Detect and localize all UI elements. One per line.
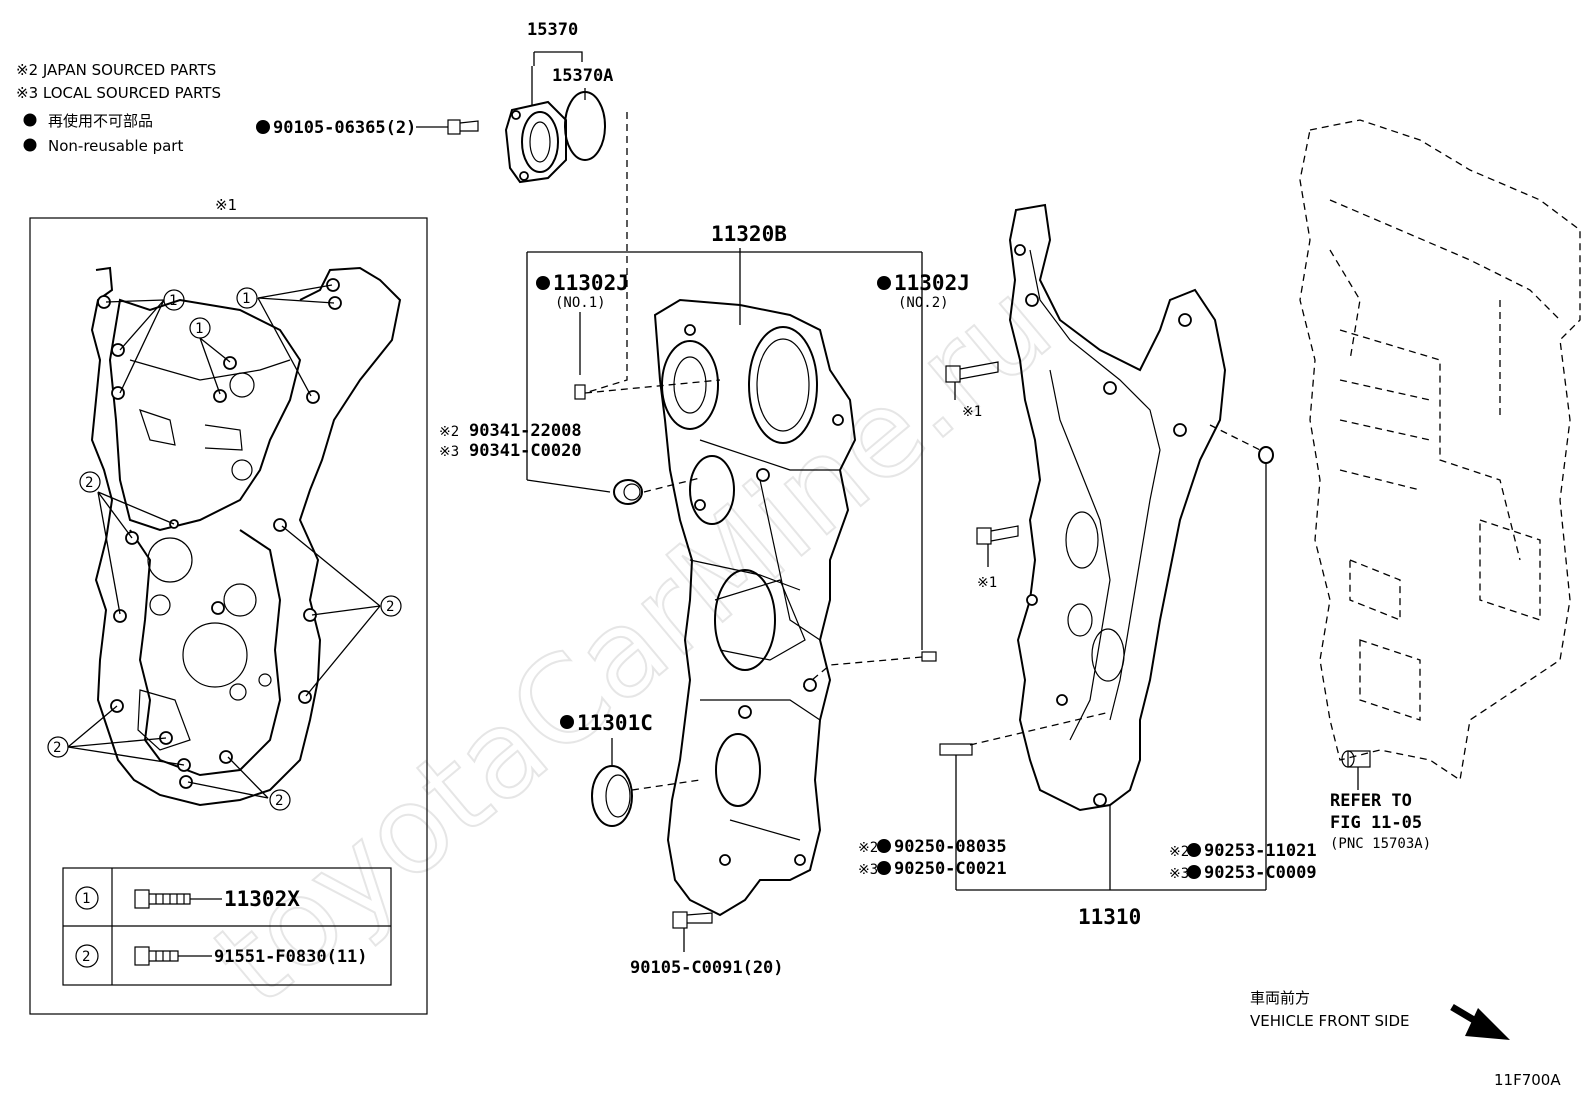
refer-to-line2: FIG 11-05 — [1330, 813, 1422, 833]
svg-text:1: 1 — [195, 321, 203, 337]
mark-1-upper: ※1 — [962, 404, 982, 420]
label-90250-c0021: 90250-C0021 — [894, 859, 1007, 879]
oil-seal-11301c — [591, 765, 633, 827]
dowel-pin-11302j-no2 — [921, 651, 937, 662]
note-nonreusable-jp: 再使用不可部品 — [48, 112, 153, 130]
bolt-icon — [447, 119, 479, 135]
non-reusable-dot-icon — [877, 276, 891, 290]
legend-2-part-number: 91551-F0830(11) — [214, 947, 368, 967]
legend-1-part-number: 11302X — [224, 887, 300, 911]
vehicle-front-jp: 車両前方 — [1250, 989, 1310, 1007]
inset-callout-2: 2 2 2 2 — [47, 471, 402, 811]
mark-90341-a: ※2 — [439, 424, 459, 440]
bolt-icon — [134, 889, 191, 909]
label-15370: 15370 — [527, 20, 578, 40]
leader-11320b — [526, 248, 923, 650]
svg-text:1: 1 — [242, 291, 250, 307]
non-reusable-dot-icon — [1187, 865, 1201, 879]
label-11302j-no1-sub: (NO.1) — [555, 295, 606, 311]
label-11301c: 11301C — [577, 711, 653, 735]
svg-text:2: 2 — [82, 949, 90, 965]
bolt-icon — [672, 911, 713, 929]
pin-90250 — [939, 743, 973, 756]
leader-11310 — [956, 805, 1266, 891]
non-reusable-dot-icon — [23, 138, 37, 152]
non-reusable-dot-icon — [877, 839, 891, 853]
mark-90250-a: ※2 — [858, 840, 878, 856]
inset-leaders-1 — [105, 284, 335, 397]
svg-text:1: 1 — [82, 891, 90, 907]
label-90105-06365: 90105-06365(2) — [273, 118, 416, 138]
mark-90253-b: ※3 — [1169, 866, 1189, 882]
pin-90253 — [1258, 446, 1274, 464]
inset-frame — [29, 217, 428, 1015]
mark-90250-b: ※3 — [858, 862, 878, 878]
timing-chain-cover-11320b — [653, 298, 857, 917]
note-nonreusable-en: Non-reusable part — [48, 137, 183, 155]
plug-15703a — [1341, 750, 1371, 768]
label-90105-c0091: 90105-C0091(20) — [630, 958, 784, 978]
label-11310: 11310 — [1078, 905, 1141, 929]
inset-callout-1: 1 1 1 — [163, 287, 258, 339]
bolt-icon — [976, 525, 1019, 545]
inset-leaders-2 — [67, 491, 381, 799]
non-reusable-dot-icon — [256, 120, 270, 134]
watermark: toyotaCarMine.ru — [189, 256, 1077, 1033]
refer-to-line1: REFER TO — [1330, 791, 1412, 811]
label-11320b: 11320B — [711, 222, 787, 246]
engine-block-phantom — [1299, 119, 1581, 782]
svg-text:2: 2 — [85, 475, 93, 491]
svg-text:2: 2 — [275, 793, 283, 809]
inset-legend-table: 1 2 11302X 91551-F0830(11) — [62, 867, 392, 986]
mark-90253-a: ※2 — [1169, 844, 1189, 860]
leader-15370 — [533, 51, 583, 66]
oring-15370a — [564, 91, 606, 161]
label-90341-22008: 90341-22008 — [469, 421, 582, 441]
label-90341-c0020: 90341-C0020 — [469, 441, 582, 461]
arrow-down-right-icon — [1450, 1003, 1510, 1040]
label-11302j-no2-sub: (NO.2) — [898, 295, 949, 311]
figure-code: 11F700A — [1494, 1071, 1561, 1089]
svg-text:2: 2 — [53, 740, 61, 756]
note-local-sourced: ※3 LOCAL SOURCED PARTS — [16, 84, 221, 102]
bearing-housing-15370 — [504, 100, 567, 184]
non-reusable-dot-icon — [1187, 843, 1201, 857]
label-11302j-no1: 11302J — [553, 271, 629, 295]
label-11302j-no2: 11302J — [894, 271, 970, 295]
mark-90341-b: ※3 — [439, 444, 459, 460]
non-reusable-dot-icon — [23, 113, 37, 127]
note-japan-sourced: ※2 JAPAN SOURCED PARTS — [16, 61, 216, 79]
label-15370a: 15370A — [552, 66, 613, 86]
bolt-icon — [134, 946, 179, 966]
label-90253-11021: 90253-11021 — [1204, 841, 1317, 861]
svg-text:1: 1 — [169, 293, 177, 309]
inset-title: ※1 — [215, 196, 237, 214]
plug-90341 — [613, 479, 643, 505]
non-reusable-dot-icon — [536, 276, 550, 290]
non-reusable-dot-icon — [877, 861, 891, 875]
timing-cover-11310 — [1008, 203, 1227, 812]
bolt-icon — [945, 361, 999, 383]
label-90250-08035: 90250-08035 — [894, 837, 1007, 857]
dowel-pin-11302j-no1 — [574, 384, 586, 400]
svg-text:2: 2 — [386, 599, 394, 615]
inset-timing-cover-gasket-drawing — [90, 266, 402, 807]
non-reusable-dot-icon — [560, 715, 574, 729]
label-90253-c0009: 90253-C0009 — [1204, 863, 1317, 883]
mark-1-lower: ※1 — [977, 575, 997, 591]
vehicle-front-en: VEHICLE FRONT SIDE — [1250, 1012, 1410, 1030]
refer-to-line3: (PNC 15703A) — [1330, 836, 1431, 852]
